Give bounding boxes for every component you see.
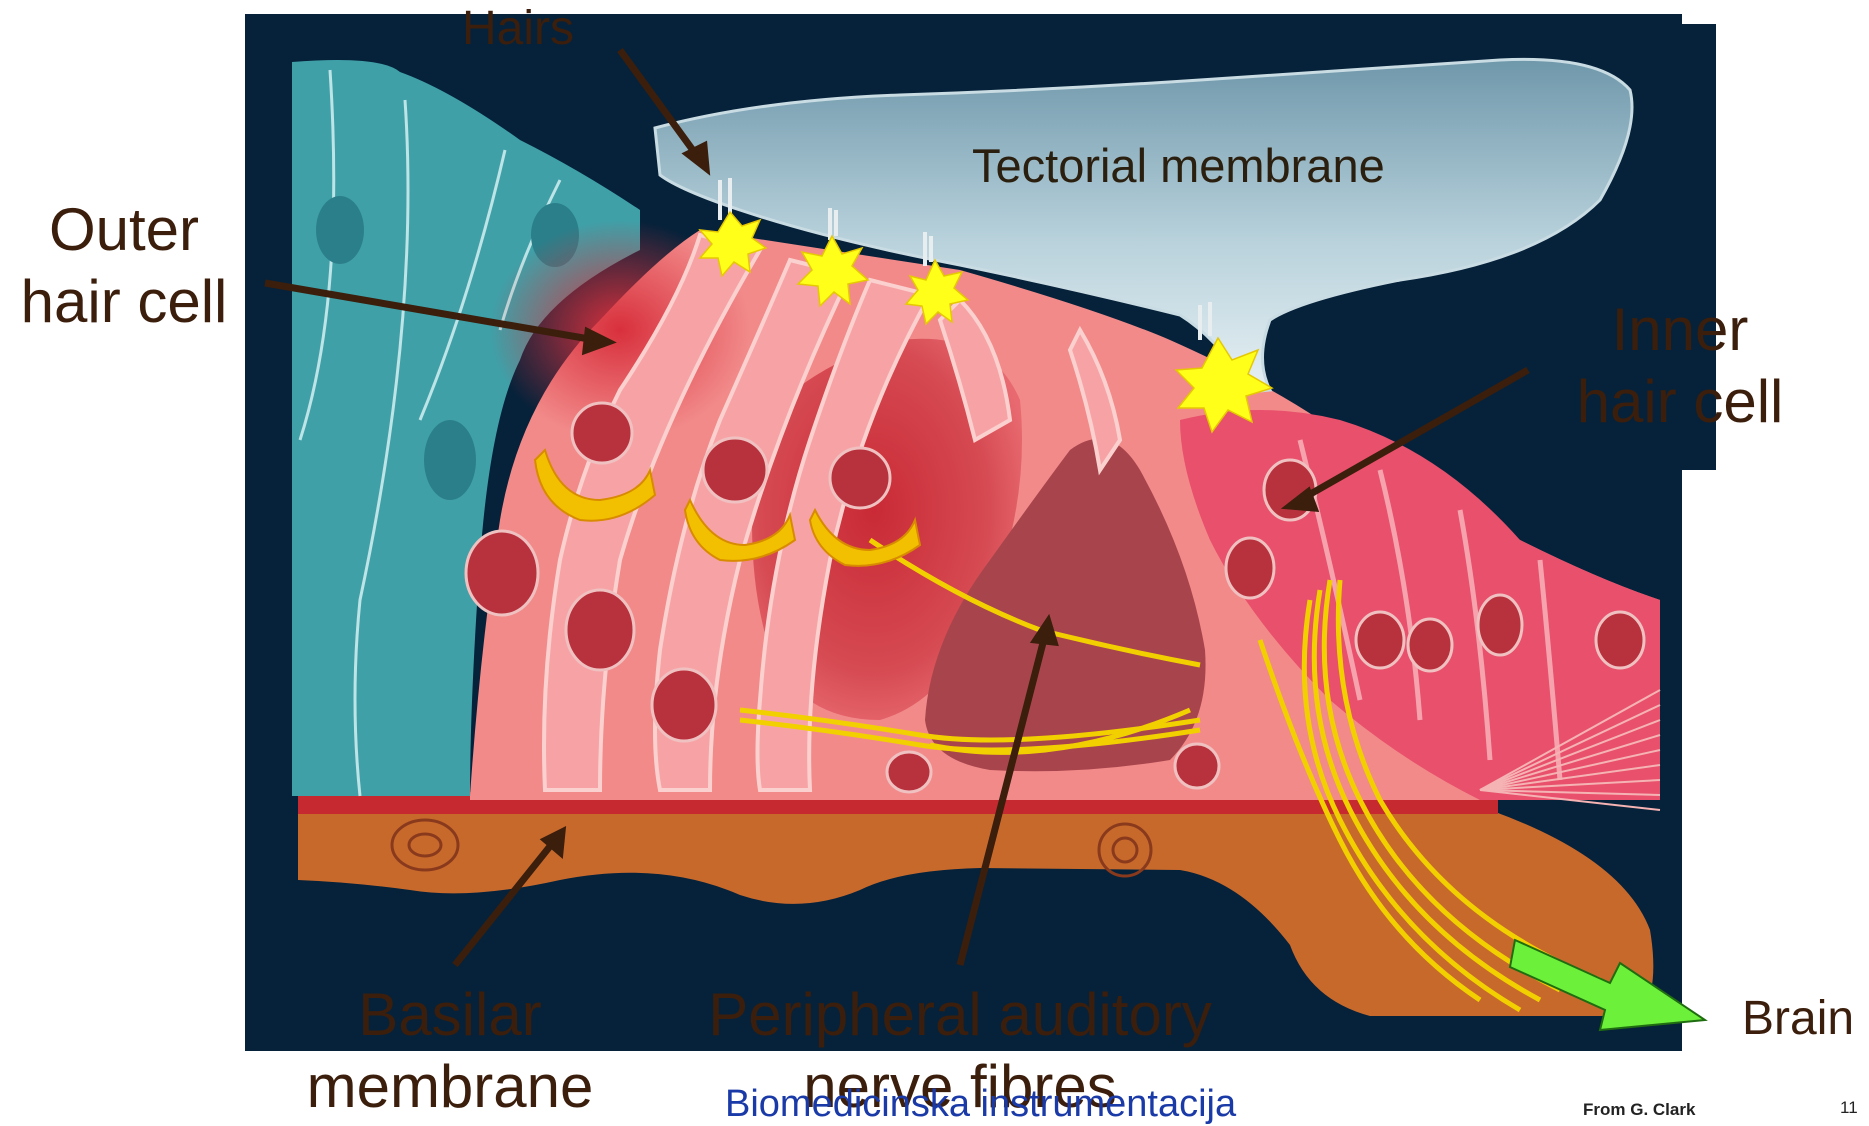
label-basilar-line2: membrane (270, 1057, 630, 1117)
label-hairs: Hairs (462, 5, 574, 53)
label-basilar-membrane: Basilar membrane (270, 985, 630, 1117)
label-nerve-line1: Peripheral auditory (660, 985, 1260, 1045)
teal-nucleus-2 (424, 420, 476, 500)
label-outer-line2: hair cell (0, 272, 248, 332)
footer-credit: From G. Clark (1583, 1100, 1695, 1120)
label-inner-hair-cell: Inner hair cell (1555, 300, 1805, 432)
teal-nucleus-1 (316, 196, 364, 264)
footer-page: 11 (1840, 1098, 1858, 1118)
label-tectorial-membrane: Tectorial membrane (972, 142, 1385, 189)
footer-course: Biomedicinska instrumentacija (725, 1083, 1236, 1126)
label-inner-line2: hair cell (1555, 372, 1805, 432)
label-inner-line1: Inner (1555, 300, 1805, 360)
label-outer-hair-cell: Outer hair cell (0, 200, 248, 332)
label-outer-line1: Outer (0, 200, 248, 260)
label-basilar-line1: Basilar (270, 985, 630, 1045)
label-brain: Brain (1742, 995, 1854, 1043)
